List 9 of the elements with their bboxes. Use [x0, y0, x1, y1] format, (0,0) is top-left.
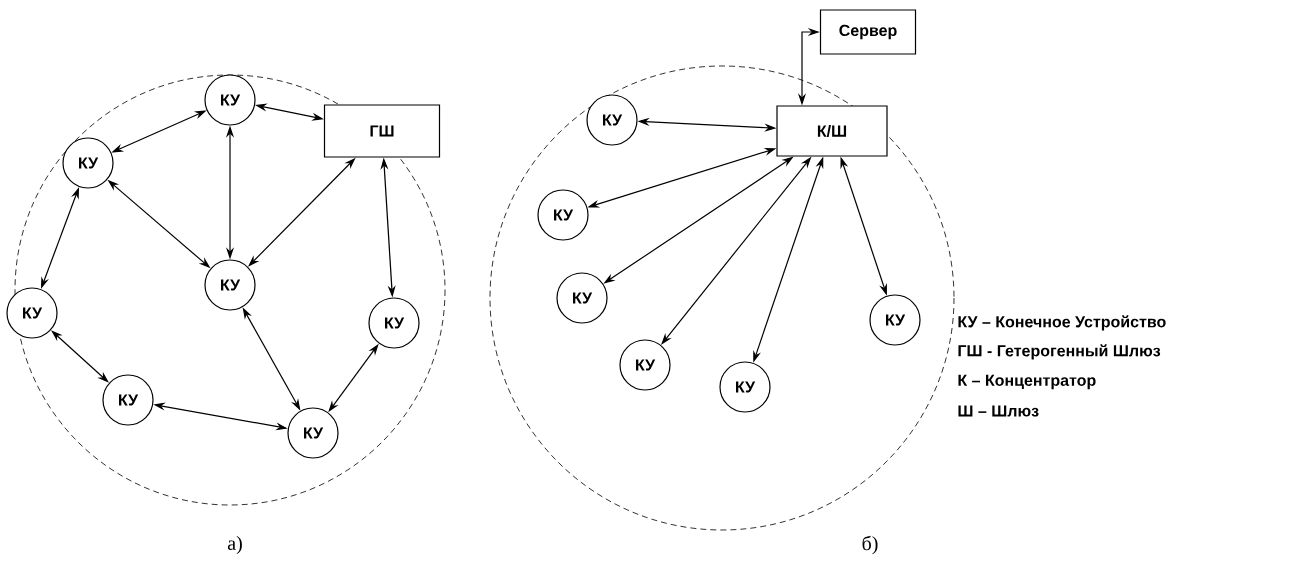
legend-text: КУ – Конечное Устройство	[958, 315, 1166, 331]
panel-label: а)	[227, 535, 242, 555]
gateway-box: Сервер	[819, 9, 917, 55]
legend-text: К – Концентратор	[958, 374, 1096, 390]
gateway-box: ГШ	[323, 104, 441, 158]
legend-text: ГШ - Гетерогенный Шлюз	[958, 344, 1161, 360]
gateway-box: К/Ш	[776, 105, 888, 157]
legend-text: Ш – Шлюз	[958, 405, 1039, 417]
panel-label: б)	[862, 535, 878, 555]
